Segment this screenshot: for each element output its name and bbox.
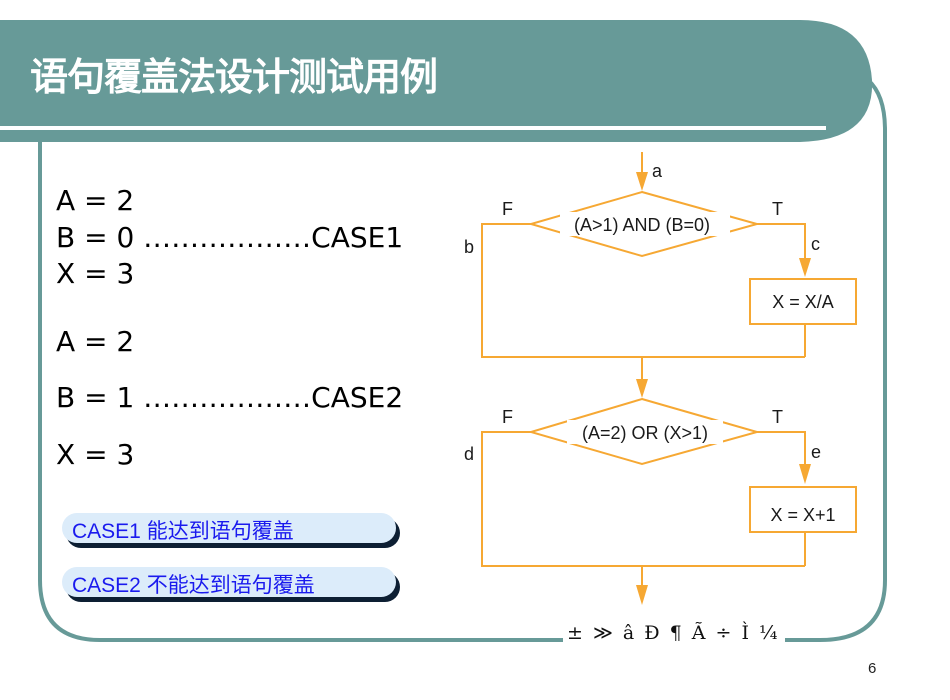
branch-b-line — [481, 223, 805, 358]
decision1-text-bg — [560, 212, 730, 236]
frame-border — [38, 78, 887, 642]
case2-line-a: A = 2 — [56, 325, 135, 358]
process2-text: X = X+1 — [770, 505, 835, 525]
note-case1: CASE1 能达到语句覆盖 — [62, 513, 396, 543]
case2-line-x: X = 3 — [56, 438, 135, 471]
process1-box — [749, 278, 857, 325]
decision1-true-label: T — [772, 199, 783, 219]
case1-line-x: X = 3 — [56, 257, 135, 290]
process2-box — [749, 486, 857, 533]
path-label-d: d — [464, 444, 474, 464]
path-label-e: e — [811, 442, 821, 462]
arrowhead-mid — [636, 379, 648, 398]
path-label-a: a — [652, 161, 663, 181]
path-label-c: c — [811, 234, 820, 254]
arrowhead-exit — [636, 585, 648, 605]
arrowhead-e — [799, 464, 811, 484]
note-case2-text: CASE2 不能达到语句覆盖 — [72, 574, 315, 597]
slide-title: 语句覆盖法设计测试用例 — [30, 55, 438, 99]
decision2-text: (A=2) OR (X>1) — [582, 423, 708, 443]
header-band — [0, 20, 873, 142]
arrowhead-c — [799, 258, 811, 277]
case1-line-b: B = 0 ………………CASE1 — [56, 221, 404, 254]
page-number: 6 — [868, 660, 877, 677]
process1-text: X = X/A — [772, 292, 834, 312]
case2-line-b: B = 1 ………………CASE2 — [56, 381, 404, 414]
case1-line-a: A = 2 — [56, 184, 135, 217]
branch-d-line — [481, 431, 805, 567]
decision1-text: (A>1) AND (B=0) — [574, 215, 710, 235]
decision2-true-label: T — [772, 407, 783, 427]
arrowhead-a — [636, 172, 648, 191]
path-label-b: b — [464, 237, 474, 257]
branch-c-line — [757, 223, 806, 262]
note-case2: CASE2 不能达到语句覆盖 — [62, 567, 396, 597]
header-rule — [0, 126, 826, 130]
branch-e-line — [757, 431, 806, 470]
decision1-false-label: F — [502, 199, 513, 219]
note-case1-text: CASE1 能达到语句覆盖 — [72, 520, 294, 543]
decision2-false-label: F — [502, 407, 513, 427]
decision2-text-bg — [567, 420, 723, 444]
footer-garbled-text: ± ≫ â Ð ¶ Ã ÷ Ì ¼ — [563, 622, 786, 644]
